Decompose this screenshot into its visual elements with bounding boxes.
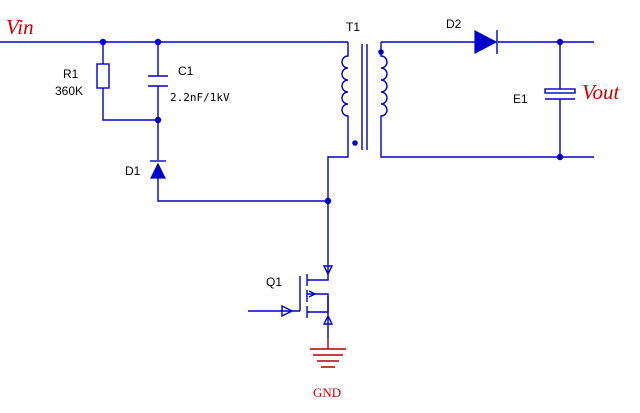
capacitor-c1: C1 2.2nF/1kV: [148, 64, 230, 104]
e1-ref: E1: [513, 92, 528, 106]
wire-secondary-bottom: [380, 138, 594, 158]
capacitor-e1-plate: [544, 88, 576, 94]
mosfet-terminals: [307, 262, 329, 313]
wire-r1: [102, 42, 158, 121]
wires: [0, 41, 594, 338]
gate-arrow-icon: [281, 304, 294, 318]
resistor-r1: R1 360K: [55, 63, 110, 98]
polarity-dot: [378, 49, 384, 55]
resistor-r1-body: [96, 63, 110, 89]
diode-d2: D2: [446, 17, 498, 54]
transformer-primary-coil: [341, 42, 349, 138]
t1-ref: T1: [346, 20, 360, 34]
diode-d1-triangle: [150, 162, 166, 179]
d1-ref: D1: [125, 164, 141, 178]
diode-d2-triangle: [474, 30, 498, 54]
junction-dot: [99, 38, 107, 46]
junctions: [99, 38, 564, 205]
transformer-t1: T1: [341, 20, 388, 150]
transformer-secondary-coil: [380, 42, 388, 138]
junction-dot: [324, 197, 332, 205]
wire-primary-bottom: [327, 138, 349, 262]
vin-label: Vin: [6, 15, 34, 39]
polarity-dot: [352, 140, 358, 146]
c1-value: 2.2nF/1kV: [170, 91, 230, 104]
mosfet-body-arrow: [308, 290, 316, 298]
junction-dot: [154, 116, 162, 124]
q1-ref: Q1: [266, 275, 282, 289]
c1-ref: C1: [178, 64, 194, 78]
ground-icon: [310, 338, 346, 368]
mosfet-q1: Q1: [266, 262, 334, 325]
capacitor-e1: E1: [513, 88, 576, 106]
gnd-label: GND: [313, 385, 341, 400]
junction-dot: [154, 38, 162, 46]
ground-symbol: GND: [310, 338, 346, 400]
d2-ref: D2: [446, 17, 462, 31]
junction-dot: [556, 38, 564, 46]
vout-label: Vout: [582, 80, 621, 104]
r1-value: 360K: [55, 84, 83, 98]
r1-ref: R1: [63, 67, 79, 81]
source-arrow-icon: [322, 314, 334, 325]
transformer-core: [361, 44, 368, 150]
diode-d1: D1: [125, 160, 166, 179]
drain-arrow-icon: [322, 265, 334, 276]
wire-d1-drain: [157, 178, 328, 202]
junction-dot: [556, 153, 564, 161]
capacitor-c1-plates: [148, 75, 168, 87]
